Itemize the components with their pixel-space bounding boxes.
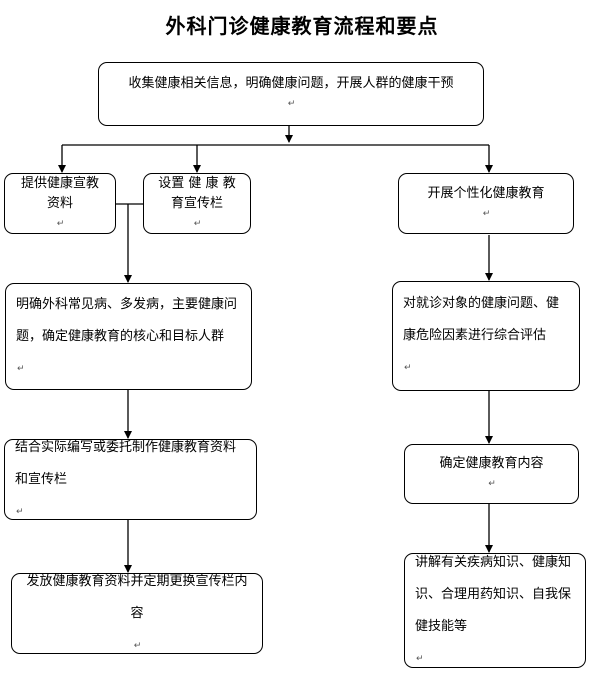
return-mark: ↵ [287, 99, 296, 109]
return-mark: ↵ [416, 653, 424, 664]
return-mark: ↵ [488, 479, 496, 489]
node-explain-knowledge: 讲解有关疾病知识、健康知识、合理用药知识、自我保健技能等↵ [404, 553, 586, 668]
node-assess: 对就诊对象的健康问题、健康危险因素进行综合评估↵ [392, 281, 580, 391]
node-collect-info: 收集健康相关信息，明确健康问题，开展人群的健康干预↵ [98, 62, 484, 126]
return-mark: ↵ [17, 363, 25, 374]
node-setup-board: 设置 健 康 教育宣传栏↵ [143, 173, 251, 234]
return-mark: ↵ [56, 218, 65, 229]
return-mark: ↵ [482, 208, 491, 219]
node-identify-target: 明确外科常见病、多发病，主要健康问题，确定健康教育的核心和目标人群↵ [5, 283, 252, 390]
node-personalized-education: 开展个性化健康教育↵ [398, 173, 574, 234]
node-provide-materials: 提供健康宣教资料↵ [4, 173, 116, 234]
return-mark: ↵ [193, 218, 202, 229]
page-title: 外科门诊健康教育流程和要点 [165, 14, 439, 38]
node-compile-materials: 结合实际编写或委托制作健康教育资料和宣传栏↵ [4, 439, 257, 520]
return-mark: ↵ [16, 506, 24, 517]
node-education-content: 确定健康教育内容↵ [404, 444, 579, 504]
return-mark: ↵ [404, 363, 412, 373]
return-mark: ↵ [133, 640, 142, 651]
node-distribute-materials: 发放健康教育资料并定期更换宣传栏内容↵ [11, 573, 263, 654]
